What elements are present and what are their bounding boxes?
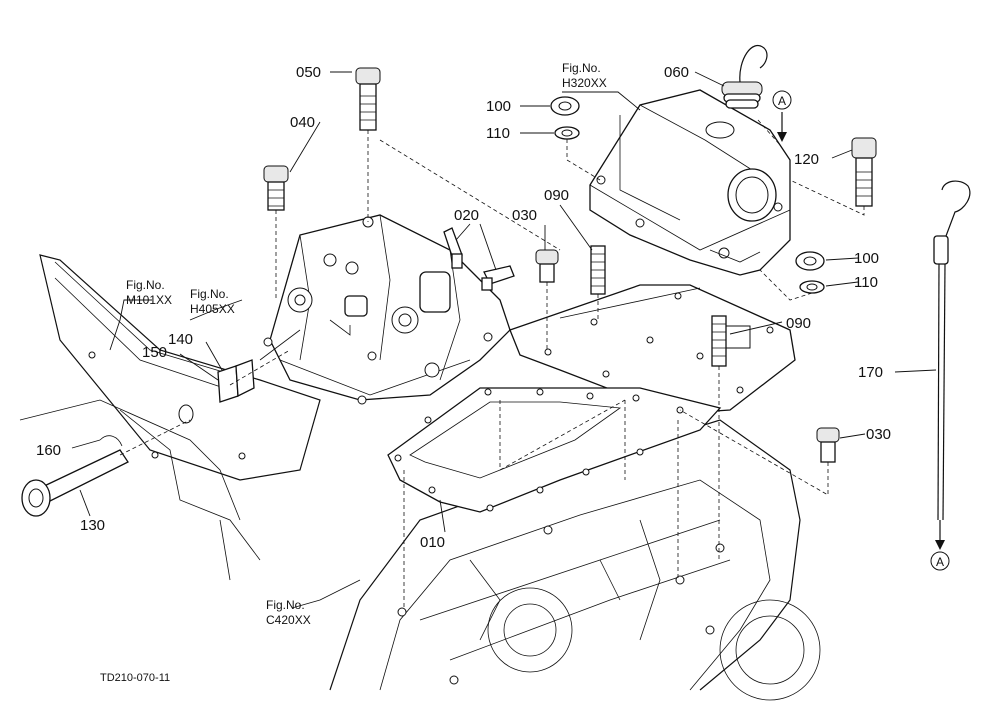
label-050: 050	[296, 64, 321, 81]
figref-m101-line1: Fig.No.	[126, 278, 165, 292]
pin-130	[21, 449, 129, 517]
label-090-lower: 090	[786, 315, 811, 332]
nut-100-top	[550, 96, 580, 116]
down-arrow-bottom	[935, 520, 945, 550]
plates-140-150	[217, 359, 255, 403]
document-code: TD210-070-11	[100, 672, 170, 684]
label-060: 060	[664, 64, 689, 81]
label-010: 010	[420, 534, 445, 551]
bolt-050	[355, 67, 381, 131]
figref-h405-line1: Fig.No.	[190, 287, 229, 301]
label-170: 170	[858, 364, 883, 381]
leader-lines	[71, 71, 937, 609]
bolt-030-lower	[816, 427, 840, 463]
marker-a-bottom: A	[930, 551, 950, 571]
label-040: 040	[290, 114, 315, 131]
label-140: 140	[168, 331, 193, 348]
label-090-upper: 090	[544, 187, 569, 204]
figref-h320: Fig.No. H320XX	[562, 61, 607, 90]
marker-a-top-text: A	[778, 94, 786, 108]
figref-h405-line2: H405XX	[190, 302, 235, 316]
label-160: 160	[36, 442, 61, 459]
label-120: 120	[794, 151, 819, 168]
marker-a-bottom-text: A	[936, 555, 944, 569]
label-100-top: 100	[486, 98, 511, 115]
label-100-right: 100	[854, 250, 879, 267]
label-130: 130	[80, 517, 105, 534]
bolt-040	[263, 165, 289, 211]
label-110-right: 110	[854, 274, 878, 291]
label-110-top: 110	[486, 125, 510, 142]
figref-c420-line1: Fig.No.	[266, 598, 305, 612]
label-030-upper: 030	[512, 207, 537, 224]
bolt-120	[851, 137, 877, 207]
bolt-030-upper	[535, 249, 559, 283]
label-150: 150	[142, 344, 167, 361]
figref-m101-line2: M101XX	[126, 293, 172, 307]
frame-panel	[19, 254, 321, 581]
dipstick-plug-060	[721, 45, 768, 109]
transmission-case	[329, 419, 821, 701]
nut-100-right	[795, 251, 825, 271]
dipstick-170	[933, 180, 971, 521]
top-cover	[589, 89, 791, 276]
fittings-020	[443, 227, 515, 291]
label-030-lower: 030	[866, 426, 891, 443]
clip-160	[99, 435, 123, 447]
washer-110-top	[554, 126, 580, 140]
figref-c420: Fig.No. C420XX	[266, 598, 311, 627]
label-020: 020	[454, 207, 479, 224]
part-labels: 050 040 100 110 060 020 030 090 120 100 …	[36, 64, 891, 551]
valve-body	[259, 214, 511, 405]
marker-a-top: A	[772, 90, 792, 110]
figref-m101: Fig.No. M101XX	[126, 278, 172, 307]
stud-090-lower	[711, 315, 727, 367]
gasket-010	[387, 387, 722, 513]
stud-090-upper	[590, 245, 606, 295]
figref-h320-line1: Fig.No.	[562, 61, 601, 75]
figref-h320-line2: H320XX	[562, 76, 607, 90]
down-arrow-top	[777, 112, 787, 142]
figref-c420-line2: C420XX	[266, 613, 311, 627]
washer-110-right	[799, 280, 825, 294]
figref-h405: Fig.No. H405XX	[190, 287, 235, 316]
